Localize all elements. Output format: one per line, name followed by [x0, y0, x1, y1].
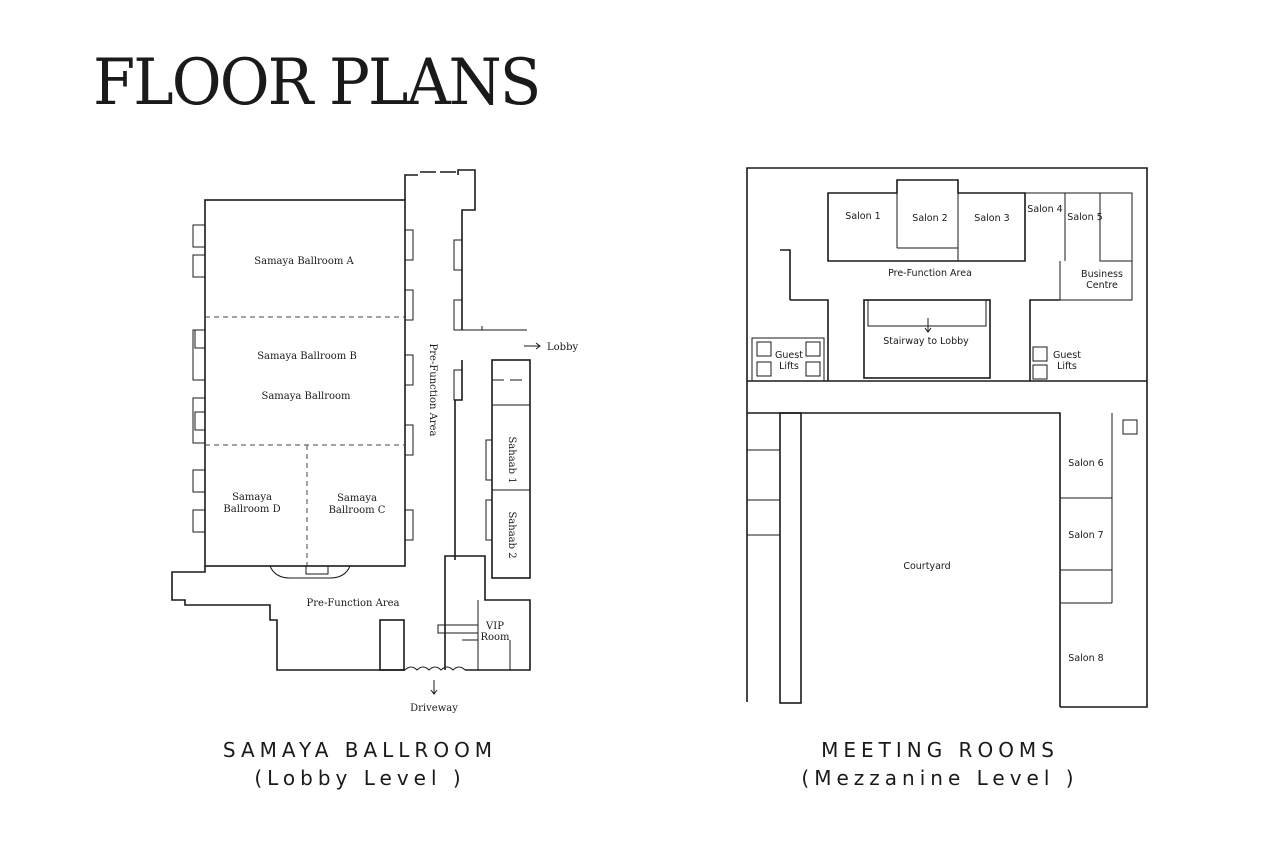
room-salon-8: Salon 8 [1068, 653, 1103, 664]
corridor-right-doors [453, 239, 462, 401]
lift-box [1032, 346, 1048, 362]
room-salon-7: Salon 7 [1068, 530, 1103, 541]
room-ballroom-a: Samaya Ballroom A [254, 256, 354, 267]
stair-arrow-head [924, 327, 932, 333]
vip-walls [462, 600, 511, 670]
ballroom-floor-plan: Samaya Ballroom A Samaya Ballroom B Sama… [171, 169, 578, 714]
room-sahaab-1: Sahaab 1 [506, 436, 517, 483]
meeting-caption-title: MEETING ROOMS [821, 738, 1059, 762]
lift-box [805, 361, 821, 377]
room-prefunction-bottom: Pre-Function Area [307, 598, 400, 609]
room-salon-4: Salon 4 [1027, 204, 1062, 215]
ballroom-caption-title: SAMAYA BALLROOM [222, 738, 498, 762]
west-wing-dividers [747, 449, 780, 536]
lifts-left-line1: Guest [775, 350, 803, 361]
sahaab-outline [491, 359, 531, 579]
lobby-passage [462, 326, 527, 331]
lift-box [756, 361, 772, 377]
room-business-line1: Business [1081, 269, 1123, 280]
lifts-right-line2: Lifts [1057, 361, 1077, 372]
corridor-outline [404, 169, 476, 560]
lobby-arrow-head [535, 342, 541, 350]
room-prefunction-mezz: Pre-Function Area [888, 268, 972, 279]
label-lobby: Lobby [547, 342, 578, 353]
ballroom-outline [204, 199, 406, 567]
label-driveway: Driveway [410, 703, 458, 714]
ballroom-caption: SAMAYA BALLROOM (Lobby Level ) [200, 736, 520, 792]
room-ballroom-b: Samaya Ballroom B [257, 351, 357, 362]
stairway-steps [867, 299, 987, 327]
vip-counter [437, 624, 479, 634]
stair-marker-lower [194, 411, 206, 431]
room-stairway: Stairway to Lobby [883, 336, 969, 347]
page-title: FLOOR PLANS [93, 46, 541, 120]
meeting-caption: MEETING ROOMS (Mezzanine Level ) [780, 736, 1100, 792]
room-ballroom-combined: Samaya Ballroom [261, 391, 351, 402]
room-salon-3: Salon 3 [974, 213, 1009, 224]
lift-box [756, 341, 772, 357]
stage-stairs [305, 565, 329, 575]
room-salon-1: Salon 1 [845, 211, 880, 222]
lift-box [805, 341, 821, 357]
lifts-left-line2: Lifts [779, 361, 799, 372]
room-prefunction-vertical: Pre-Function Area [427, 344, 438, 437]
room-business-line2: Centre [1086, 280, 1118, 291]
prefunction-outline [780, 249, 1060, 381]
west-wing-corridor [779, 412, 802, 704]
salon-68-dividers [1060, 413, 1113, 604]
ballroom-caption-level: (Lobby Level ) [254, 766, 466, 790]
meeting-outer-outline [746, 167, 1148, 708]
room-vip-line2: Room [480, 632, 510, 643]
lift-box [1032, 364, 1048, 380]
room-ballroom-d-line1: Samaya [232, 492, 272, 503]
room-salon-6: Salon 6 [1068, 458, 1103, 469]
room-salon-2: Salon 2 [912, 213, 947, 224]
service-box [1122, 419, 1138, 435]
room-vip-line1: VIP [485, 621, 504, 632]
room-ballroom-c-line1: Samaya [337, 493, 377, 504]
ballroom-left-doors [192, 224, 205, 533]
meeting-caption-level: (Mezzanine Level ) [801, 766, 1079, 790]
room-salon-5: Salon 5 [1067, 212, 1102, 223]
stair-marker-upper [194, 329, 206, 349]
room-courtyard: Courtyard [903, 561, 950, 572]
driveway-arrow-head [430, 689, 438, 695]
room-ballroom-c-line2: Ballroom C [329, 505, 386, 516]
sahaab-doors [485, 379, 522, 541]
meeting-rooms-floor-plan: Salon 1 Salon 2 Salon 3 Salon 4 Salon 5 … [746, 167, 1148, 708]
room-ballroom-d-line2: Ballroom D [223, 504, 280, 515]
lifts-right-line1: Guest [1053, 350, 1081, 361]
stage-curve [269, 565, 351, 579]
service-block [379, 619, 405, 671]
salons-45-outline [1025, 192, 1133, 301]
corridor-left-doors [405, 229, 414, 541]
entrance-doors [404, 666, 466, 671]
bottom-prefunction-outline [171, 555, 531, 671]
corridor-outline-right [747, 380, 1147, 707]
room-sahaab-2: Sahaab 2 [506, 511, 517, 558]
